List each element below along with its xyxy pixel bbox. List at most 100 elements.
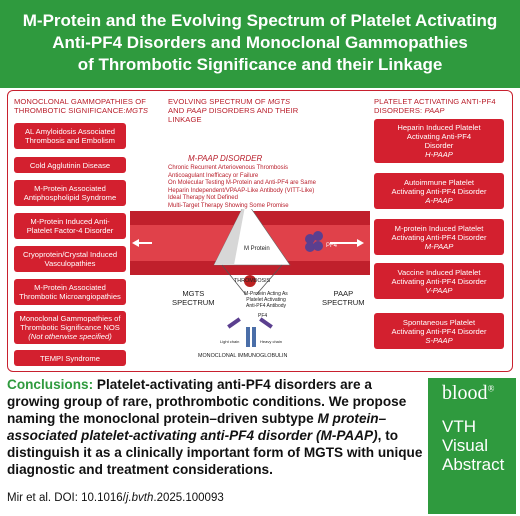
mgts-heading-line-1: MONOCLONAL GAMMOPATHIES OF [14,97,146,106]
figure-panel: MONOCLONAL GAMMOPATHIES OF THROMBOTIC SI… [7,90,513,372]
paap-box-h-paap: Heparin Induced Platelet Activating Anti… [374,119,504,163]
paap-column-heading: PLATELET ACTIVATING ANTI-PF4 DISORDERS: … [374,97,496,115]
box-line: Thrombotic Significance NOS [20,323,120,332]
linkage-heading-line-2: AND PAAP DISORDERS AND THEIR [168,106,298,115]
pyramid-shade-icon [214,209,245,265]
pf4-label: PF4 [326,243,338,249]
citation-suffix: .2025.100093 [153,492,224,504]
spectrum-line: PAAP [333,289,354,298]
conclusions-lead: Conclusions: [7,377,94,392]
paap-box-a-paap: Autoimmune Platelet Activating Anti-PF4 … [374,173,504,209]
mgts-column-heading: MONOCLONAL GAMMOPATHIES OF THROMBOTIC SI… [14,97,148,115]
journal-branding-panel: blood® VTH Visual Abstract [428,378,516,514]
light-chain-label: Light chain [220,339,239,344]
box-line: S-PAAP [425,335,453,345]
linkage-heading-line-1: EVOLVING SPECTRUM OF MGTS [168,97,298,106]
branding-line-1: VTH [442,417,476,436]
mgts-box-al-amyloidosis: AL Amyloidosis Associated Thrombosis and… [14,123,126,149]
box-line: M-protein Induced Platelet [394,223,484,233]
box-line: Cryoprotein/Crystal Induced [22,250,118,259]
box-line: Cold Agglutinin Disease [29,160,111,170]
box-line: Heparin Induced Platelet [397,123,481,132]
mgts-box-nos: Monoclonal Gammopathies of Thrombotic Si… [14,311,126,344]
left-arrowhead-icon [132,239,139,247]
title-line-1: M-Protein and the Evolving Spectrum of P… [22,11,498,30]
conclusions-body-2: , to distinguish it as a clinically impo… [7,428,423,477]
heading-text: DISORDERS AND THEIR [206,106,299,115]
logo-text: blood [442,382,488,404]
mgts-box-cryoprotein: Cryoprotein/Crystal Induced Vasculopathi… [14,246,126,272]
title-line-3: of Thrombotic Significance and their Lin… [77,55,443,74]
spectrum-line: SPECTRUM [172,298,215,307]
branding-line-3: Abstract [442,455,505,474]
pf4-small-label: PF4 [258,313,267,319]
box-line: M-Protein Associated [34,184,106,193]
mpaap-feature: Chronic Recurrent Arteriovenous Thrombos… [168,165,288,171]
box-line: M-Protein Associated [34,283,106,292]
paap-heading-line-2: DISORDERS: PAAP [374,106,496,115]
antibody-stem-icon [246,327,250,347]
conclusions-body-1: Platelet-activating anti-PF4 disorders a… [7,377,407,426]
pf4-molecule-icon [313,241,323,251]
mgts-box-anti-pf4: M-Protein Induced Anti- Platelet Factor-… [14,213,126,239]
paap-spectrum-label: PAAP SPECTRUM [322,289,365,307]
box-line: Activating Anti-PF4 Disorder [391,232,487,242]
mgts-box-cold-agglutinin: Cold Agglutinin Disease [14,157,126,173]
box-line: Vasculopathies [44,259,96,268]
mpaap-disorder-title: M-PAAP DISORDER [188,154,263,163]
box-line: Spontaneous Platelet [402,317,476,327]
mgts-spectrum-line [221,264,247,296]
heading-text: AND [168,106,187,115]
citation-prefix: Mir et al. DOI: 10.1016/ [7,492,126,504]
box-line: Vaccine Induced Platelet [397,267,481,277]
box-line: Thrombosis and Embolism [25,136,115,145]
mpaap-feature: On Molecular Testing M-Protein and Anti-… [168,180,316,187]
box-line: Activating Anti-PF4 Disorder [391,326,487,336]
heading-italic: MGTS [267,97,291,106]
mpaap-feature-list: Chronic Recurrent Arteriovenous Thrombos… [168,165,316,211]
heading-italic: PAAP [186,106,207,115]
antibody-stem-icon [252,327,256,347]
mpaap-feature: Heparin Independent/VPAAP-Like Antibody … [168,187,315,194]
mgts-box-tempi: TEMPI Syndrome [14,350,126,366]
pf4-molecule-icon [305,234,315,244]
spectrum-line: SPECTRUM [322,298,365,307]
citation-doi-italic: j.bvth [125,492,154,504]
box-line: M-Protein Induced Anti- [30,217,110,226]
paap-box-v-paap: Vaccine Induced Platelet Activating Anti… [374,263,504,299]
mgts-box-antiphospholipid: M-Protein Associated Antiphospholipid Sy… [14,180,126,206]
heading-text: EVOLVING SPECTRUM OF [168,97,268,106]
mgts-box-microangiopathies: M-Protein Associated Thrombotic Microang… [14,279,126,305]
paap-spectrum-line [255,264,283,296]
box-line: A-PAAP [425,195,453,205]
box-line: Antiphospholipid Syndrome [23,193,117,202]
linkage-column-heading: EVOLVING SPECTRUM OF MGTS AND PAAP DISOR… [168,97,298,124]
paap-heading-line-1: PLATELET ACTIVATING ANTI-PF4 [374,97,496,106]
mgts-spectrum-label: MGTS SPECTRUM [172,289,215,307]
spectrum-line: MGTS [182,289,205,298]
linkage-illustration: M Protein PF4 PF4 Light chain Heavy chai… [130,209,370,347]
antibody-arm-icon [227,317,241,329]
title-banner: M-Protein and the Evolving Spectrum of P… [0,0,520,88]
pf4-molecule-icon [313,231,323,241]
conclusions-text: Conclusions: Platelet-activating anti-PF… [7,376,425,478]
thrombus-icon [244,275,256,287]
box-line: (Not otherwise specified) [28,332,112,341]
antibody-line: M-Protein Acting As [244,291,288,297]
title-line-2: Anti-PF4 Disorders and Monoclonal Gammop… [52,33,468,52]
registered-mark: ® [487,383,495,394]
linkage-heading-line-3: LINKAGE [168,115,202,124]
thrombosis-label: THROMBOSIS [234,278,271,284]
box-line: Autoimmune Platelet [403,177,475,187]
mgts-heading-italic: MGTS [125,106,149,115]
antibody-description: M-Protein Acting As Platelet Activating … [236,291,296,309]
box-line: Disorder [424,141,454,150]
citation: Mir et al. DOI: 10.1016/j.bvth.2025.1000… [7,492,224,504]
pf4-molecule-icon [305,242,315,252]
box-line: Activating Anti-PF4 Disorder [391,276,487,286]
box-line: H-PAAP [425,150,453,159]
right-arrowhead-icon [357,239,364,247]
monoclonal-immunoglobulin-label: MONOCLONAL IMMUNOGLOBULIN [198,353,288,359]
box-line: M-PAAP [424,241,454,251]
